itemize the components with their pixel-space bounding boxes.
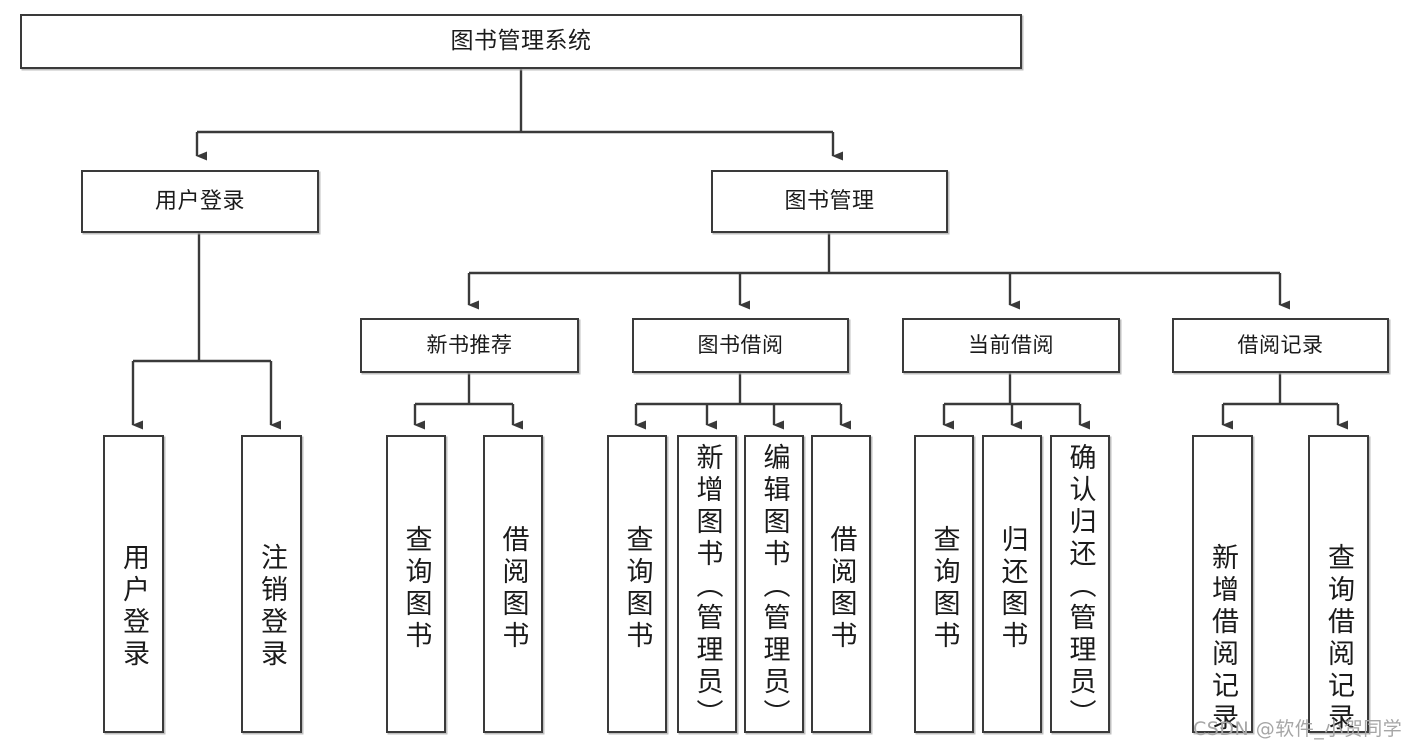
leaf-label: 编辑图书（管理员） xyxy=(758,443,790,731)
node-new-book-recommend[interactable]: 新书推荐 xyxy=(360,318,579,373)
leaf-query-borrow-record[interactable]: 查询借阅记录 xyxy=(1308,435,1369,735)
leaf-confirm-return-admin[interactable]: 确认归还（管理员） xyxy=(1050,435,1110,733)
leaf-label: 用户登录 xyxy=(118,543,149,671)
node-label: 图书管理系统 xyxy=(450,27,592,54)
node-current-borrowing[interactable]: 当前借阅 xyxy=(902,318,1120,373)
leaf-label: 归还图书 xyxy=(996,525,1028,653)
leaf-query-book-current[interactable]: 查询图书 xyxy=(914,435,974,733)
leaf-label: 新增借阅记录 xyxy=(1207,543,1238,735)
node-borrow-record[interactable]: 借阅记录 xyxy=(1172,318,1389,373)
leaf-label: 新增图书（管理员） xyxy=(691,443,723,731)
leaf-label: 查询借阅记录 xyxy=(1323,543,1354,735)
watermark-text: CSDN @软件_小贺同学 xyxy=(1193,718,1403,740)
leaf-add-borrow-record[interactable]: 新增借阅记录 xyxy=(1192,435,1253,735)
node-label: 图书借阅 xyxy=(697,333,784,358)
leaf-label: 注销登录 xyxy=(256,543,287,671)
node-book-management-system[interactable]: 图书管理系统 xyxy=(20,14,1022,69)
leaf-logout[interactable]: 注销登录 xyxy=(241,435,302,733)
leaf-edit-book-admin[interactable]: 编辑图书（管理员） xyxy=(744,435,804,733)
node-book-borrowing[interactable]: 图书借阅 xyxy=(632,318,849,373)
node-label: 图书管理 xyxy=(784,188,875,214)
node-book-management[interactable]: 图书管理 xyxy=(711,170,948,233)
node-label: 当前借阅 xyxy=(968,333,1054,358)
leaf-label: 借阅图书 xyxy=(825,525,857,653)
node-label: 借阅记录 xyxy=(1237,333,1324,358)
leaf-label: 查询图书 xyxy=(621,525,653,653)
leaf-borrow-book[interactable]: 借阅图书 xyxy=(811,435,871,733)
leaf-return-book[interactable]: 归还图书 xyxy=(982,435,1042,733)
leaf-query-book-borrow[interactable]: 查询图书 xyxy=(607,435,667,733)
node-label: 用户登录 xyxy=(154,188,245,214)
leaf-borrow-book-newbook[interactable]: 借阅图书 xyxy=(483,435,543,733)
leaf-add-book-admin[interactable]: 新增图书（管理员） xyxy=(677,435,737,733)
leaf-label: 查询图书 xyxy=(928,525,960,653)
leaf-label: 查询图书 xyxy=(400,525,432,653)
leaf-label: 确认归还（管理员） xyxy=(1064,443,1096,731)
leaf-label: 借阅图书 xyxy=(497,525,529,653)
node-user-login[interactable]: 用户登录 xyxy=(81,170,319,233)
leaf-query-book-newbook[interactable]: 查询图书 xyxy=(386,435,446,733)
node-label: 新书推荐 xyxy=(426,333,513,358)
leaf-user-login[interactable]: 用户登录 xyxy=(103,435,164,733)
